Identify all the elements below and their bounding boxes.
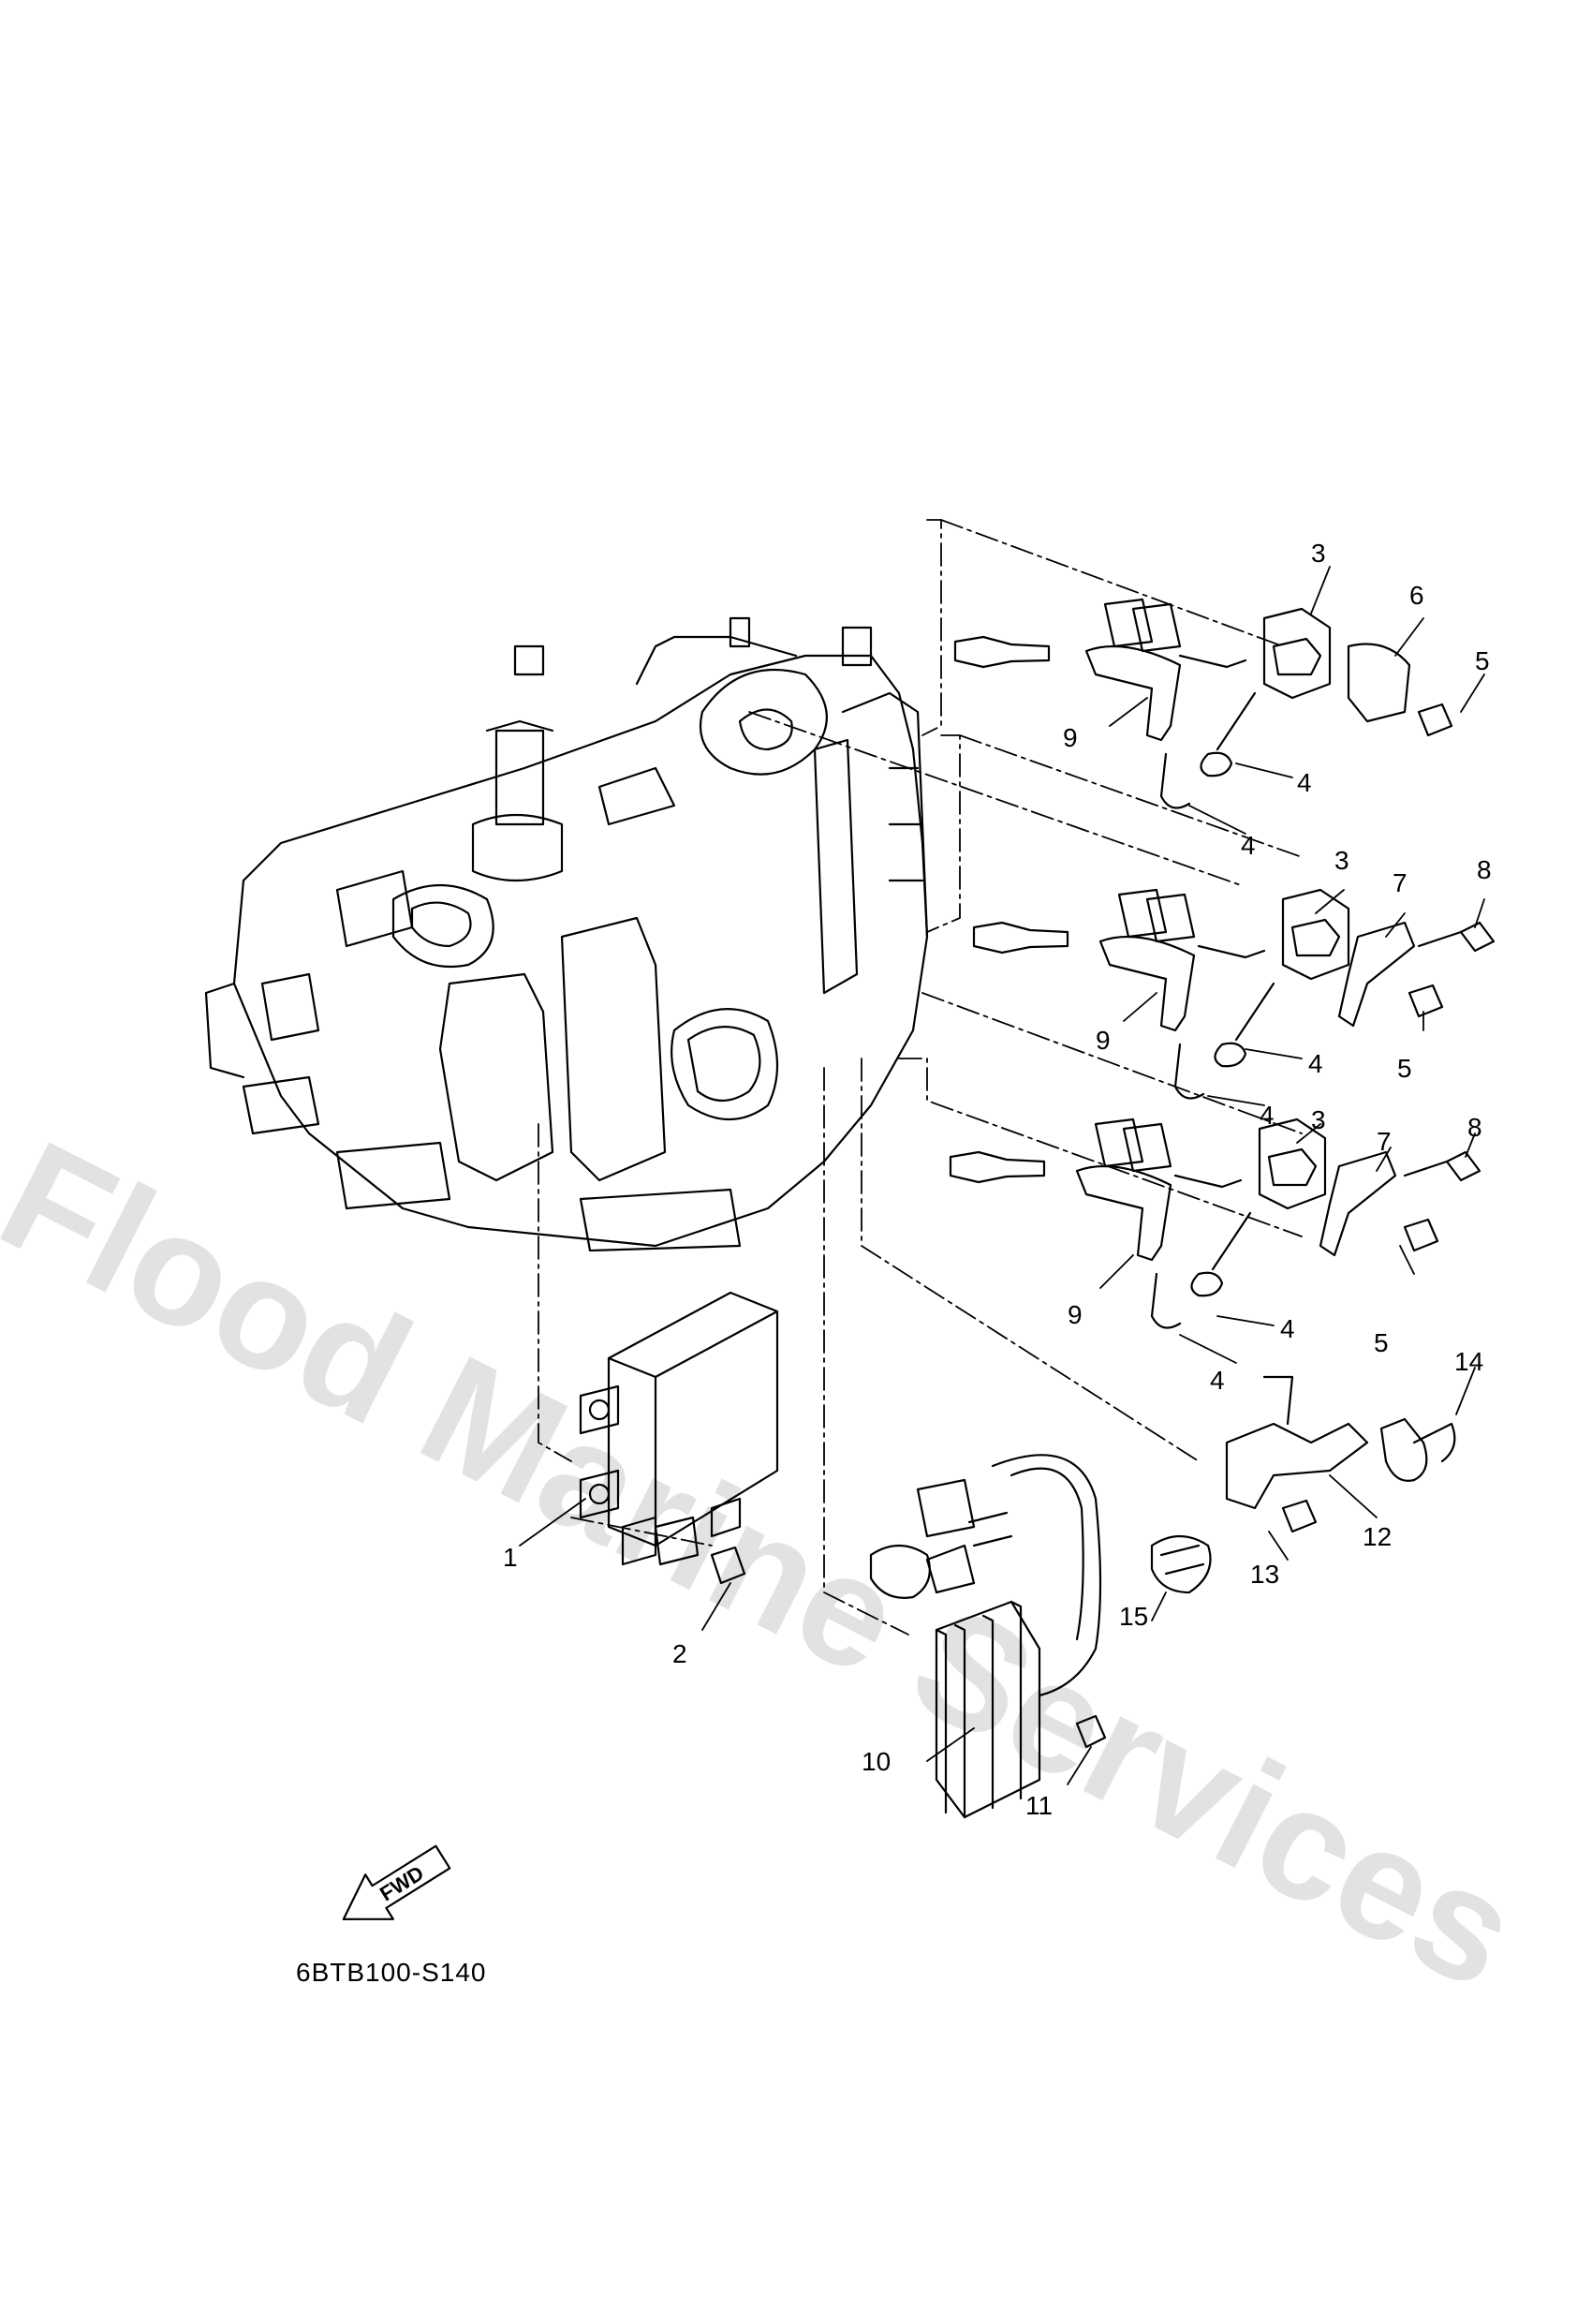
callout-5: 5 bbox=[1374, 1328, 1389, 1357]
callout-3: 3 bbox=[1334, 846, 1349, 875]
bracket-12 bbox=[1225, 1422, 1369, 1510]
callout-4: 4 bbox=[1297, 768, 1312, 797]
fwd-arrow-icon: FWD bbox=[342, 1844, 451, 1920]
callout-11: 11 bbox=[1025, 1791, 1053, 1820]
ignition-assembly-2 bbox=[972, 888, 1496, 1100]
clip-8b bbox=[1445, 1150, 1481, 1182]
clip-8a bbox=[1459, 921, 1496, 953]
leader-lines bbox=[538, 519, 1303, 1636]
ignition-coil-3 bbox=[1258, 1118, 1327, 1210]
engine-block bbox=[204, 616, 929, 1252]
callout-1: 1 bbox=[503, 1543, 518, 1572]
cover-6 bbox=[1347, 643, 1411, 723]
bolt-5b bbox=[1408, 984, 1444, 1018]
plug-cap-1 bbox=[1084, 644, 1182, 742]
callout-labels: 1 2 3 3 3 4 4 4 4 4 4 5 5 5 6 7 7 8 8 9 … bbox=[503, 539, 1492, 1820]
spark-plug-2 bbox=[972, 921, 1069, 955]
ignition-assembly-3 bbox=[949, 1118, 1481, 1329]
bolt-5c bbox=[1403, 1218, 1439, 1252]
callout-5: 5 bbox=[1475, 646, 1490, 675]
bracket-7a bbox=[1337, 921, 1416, 1028]
part-code: 6BTB100-S140 bbox=[296, 1958, 487, 1987]
callout-9: 9 bbox=[1063, 723, 1078, 752]
bracket-7b bbox=[1319, 1150, 1397, 1257]
callout-8: 8 bbox=[1467, 1113, 1482, 1142]
ignition-coil-2 bbox=[1281, 888, 1350, 981]
callout-4: 4 bbox=[1241, 831, 1256, 860]
callout-7: 7 bbox=[1377, 1127, 1392, 1156]
bolt-11 bbox=[1075, 1714, 1107, 1749]
callout-2: 2 bbox=[672, 1639, 687, 1668]
callout-6: 6 bbox=[1409, 581, 1424, 610]
callout-12: 12 bbox=[1363, 1522, 1392, 1551]
spark-plug-1 bbox=[953, 635, 1051, 669]
callout-9: 9 bbox=[1068, 1300, 1083, 1329]
clamp-15 bbox=[1150, 1535, 1212, 1594]
ignition-coil-1 bbox=[1262, 607, 1332, 700]
callout-3: 3 bbox=[1311, 1105, 1326, 1134]
callout-leaders bbox=[519, 566, 1485, 1785]
spark-plug-3 bbox=[949, 1150, 1046, 1184]
rectifier-regulator bbox=[869, 1454, 1107, 1819]
callout-8: 8 bbox=[1477, 855, 1492, 884]
ignition-assembly-1 bbox=[953, 598, 1453, 809]
callout-7: 7 bbox=[1393, 868, 1408, 897]
plug-cap-3 bbox=[1075, 1164, 1172, 1262]
callout-4: 4 bbox=[1260, 1101, 1275, 1130]
callout-4: 4 bbox=[1280, 1314, 1295, 1343]
callout-3: 3 bbox=[1311, 539, 1326, 568]
sensor-14 bbox=[1379, 1417, 1428, 1482]
callout-13: 13 bbox=[1250, 1560, 1279, 1589]
bolt-13 bbox=[1281, 1499, 1318, 1533]
callout-4: 4 bbox=[1210, 1366, 1225, 1395]
plug-cap-2 bbox=[1098, 935, 1196, 1032]
bolt-2 bbox=[710, 1546, 746, 1585]
callout-5: 5 bbox=[1397, 1054, 1412, 1083]
callout-10: 10 bbox=[862, 1747, 891, 1776]
bolt-5a bbox=[1417, 703, 1453, 737]
callout-9: 9 bbox=[1096, 1026, 1111, 1055]
callout-14: 14 bbox=[1454, 1347, 1483, 1376]
callout-15: 15 bbox=[1119, 1602, 1148, 1631]
cdi-unit bbox=[579, 1291, 779, 1585]
sensor-bracket-group bbox=[1150, 1375, 1456, 1594]
callout-4: 4 bbox=[1308, 1049, 1323, 1078]
